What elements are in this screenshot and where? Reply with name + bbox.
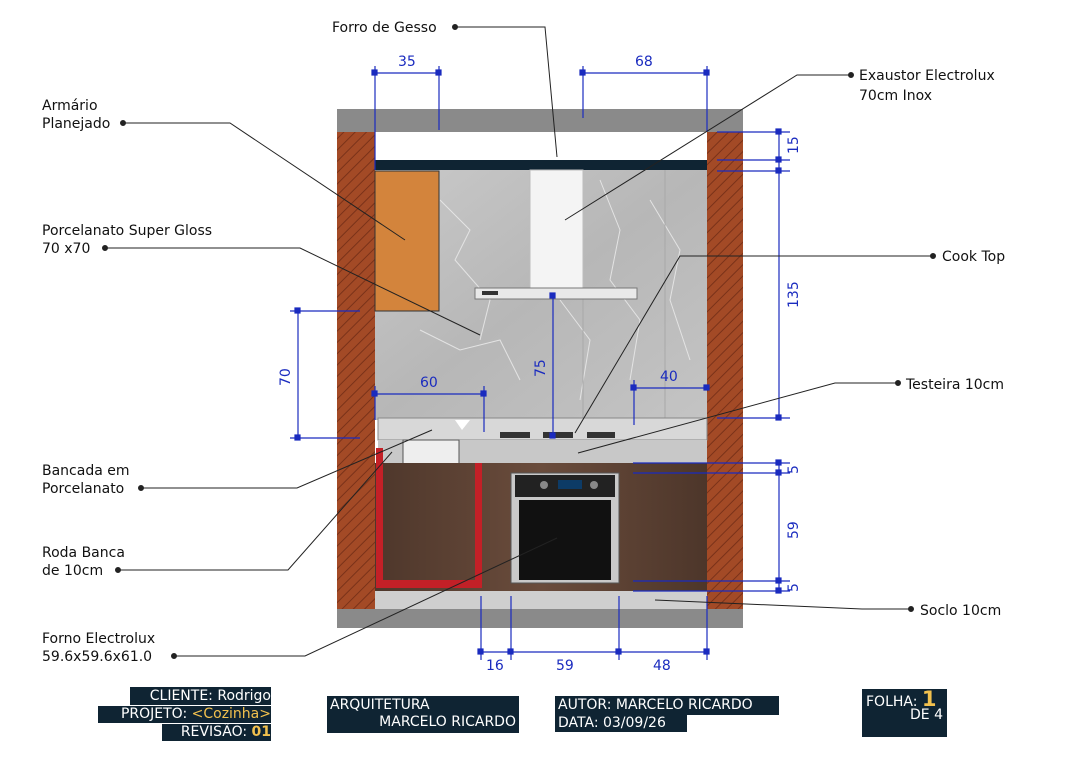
author-line: AUTOR: MARCELO RICARDO [558, 697, 753, 713]
countertop-front [378, 440, 707, 463]
label-testeira: Testeira 10cm [905, 377, 1004, 393]
label-porcelanato-line2: 70 x70 [42, 241, 90, 257]
dim-top-gap: 5 [786, 465, 802, 474]
dim-wall-height: 135 [786, 281, 802, 308]
revision-label: REVISÃO: [180, 724, 248, 740]
dim-cooktop-height: 75 [533, 359, 549, 377]
label-porcelanato-line1: Porcelanato Super Gloss [42, 223, 212, 239]
sheet-label: FOLHA: [866, 694, 918, 710]
dim-side-width: 40 [660, 369, 678, 385]
dim-sink-width: 60 [420, 375, 438, 391]
dim-oven-height: 59 [786, 521, 802, 539]
label-roda-banca-line2: de 10cm [42, 563, 103, 579]
sheet-total: DE 4 [910, 707, 943, 723]
author-box: AUTOR: MARCELO RICARDO [555, 696, 779, 715]
dim-left-height: 70 [278, 368, 294, 386]
revision-value: 01 [251, 724, 271, 740]
sheet-box: FOLHA: 1 DE 4 [862, 689, 947, 737]
gypsum-ceiling [375, 160, 707, 170]
label-soclo: Soclo 10cm [920, 603, 1001, 619]
label-exaustor-line1: Exaustor Electrolux [859, 68, 995, 84]
project-label: PROJETO: [120, 706, 188, 722]
exhaust-chimney [529, 169, 584, 289]
label-exaustor-line2: 70cm Inox [859, 88, 932, 104]
label-roda-banca-line1: Roda Banca [42, 545, 125, 561]
dim-top-left: 35 [398, 54, 416, 70]
left-wall [337, 132, 375, 609]
date-line: DATA: 03/09/26 [558, 715, 666, 731]
dim-top-right: 68 [635, 54, 653, 70]
architecture-line1: ARQUITETURA [330, 697, 430, 713]
date-box: DATA: 03/09/26 [555, 715, 687, 732]
architecture-line2: MARCELO RICARDO [379, 714, 516, 730]
dim-bottom-left: 16 [486, 658, 504, 674]
label-cooktop: Cook Top [942, 249, 1005, 265]
project-info-box: PROJETO: <Cozinha> [98, 706, 271, 723]
client-label: CLIENTE: [149, 688, 213, 704]
sheet-number: 1 [921, 687, 937, 711]
right-wall [707, 132, 743, 609]
label-armario-line2: Planejado [42, 116, 110, 132]
dim-bottom-right: 48 [653, 658, 671, 674]
dim-bottom-mid: 59 [556, 658, 574, 674]
dim-bottom-gap: 5 [786, 583, 802, 592]
label-forno-line2: 59.6x59.6x61.0 [42, 649, 152, 665]
socle [375, 591, 707, 609]
exhaust-hood [474, 287, 638, 300]
dim-ceiling: 15 [786, 136, 802, 154]
label-armario-line1: Armário [42, 98, 98, 114]
upper-cabinet [374, 170, 440, 312]
client-info-box: CLIENTE: Rodrigo [130, 687, 271, 705]
project-value: <Cozinha> [191, 706, 271, 722]
label-bancada-line2: Porcelanato [42, 481, 124, 497]
countertop [377, 417, 708, 441]
top-slab [337, 109, 743, 132]
revision-info-box: REVISÃO: 01 [162, 724, 271, 741]
sheet-row: FOLHA: 1 [866, 689, 943, 711]
label-forro-gesso: Forro de Gesso [332, 20, 437, 36]
label-forno-line1: Forno Electrolux [42, 631, 155, 647]
client-row: CLIENTE: Rodrigo [130, 688, 271, 705]
architecture-box: ARQUITETURA MARCELO RICARDO [327, 696, 519, 733]
bottom-slab [337, 609, 743, 628]
client-value: Rodrigo [217, 688, 271, 704]
label-bancada-line1: Bancada em [42, 463, 130, 479]
